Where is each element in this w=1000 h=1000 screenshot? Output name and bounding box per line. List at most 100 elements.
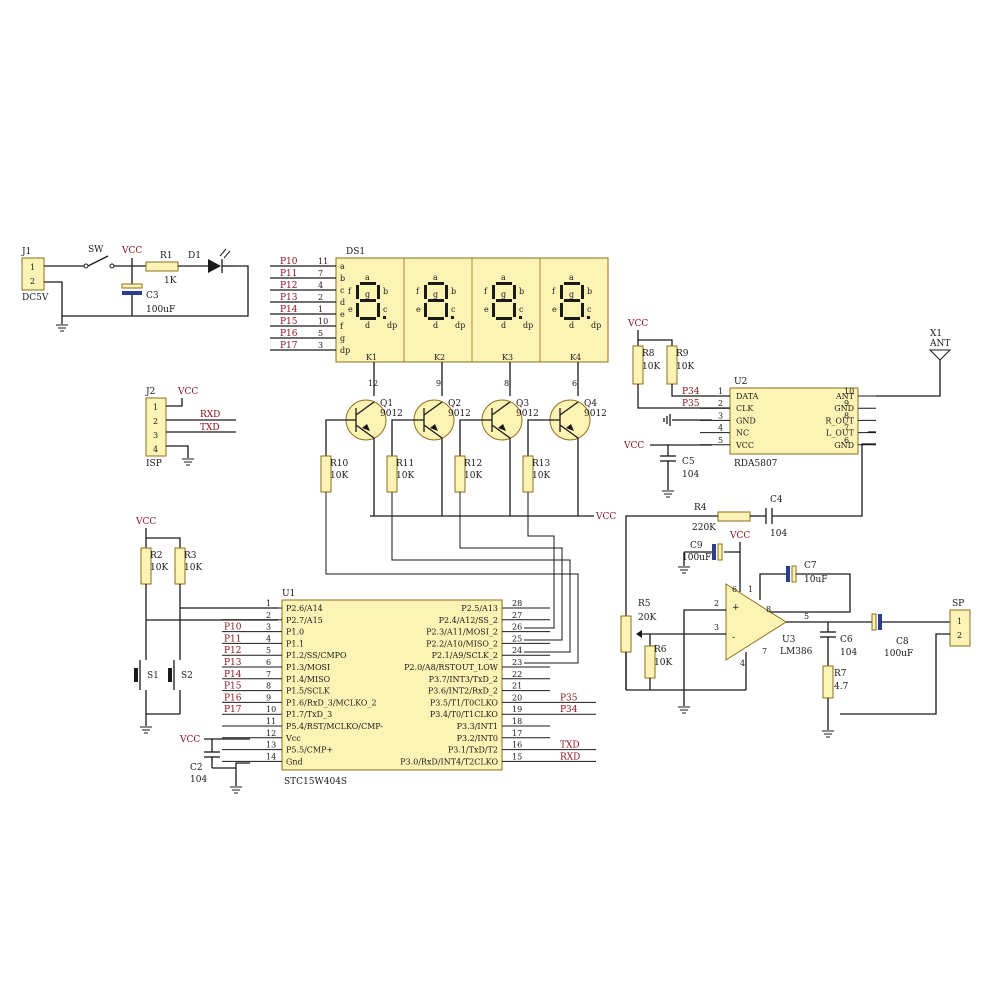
c9-value: 100uF [682,553,711,563]
opamp-plus: + [732,603,740,613]
j1-pin-2: 2 [30,277,35,286]
svg-text:c: c [451,305,456,314]
c7-ref: C7 [804,561,817,571]
resistor-ref: R11 [396,459,414,469]
svg-text:b: b [519,287,524,296]
svg-text:dp: dp [455,321,465,330]
mcu-net-p11: P11 [224,634,242,644]
radio-pin-name: NC [736,429,749,438]
r7-value: 4.7 [834,682,849,692]
svg-text:6: 6 [844,436,849,445]
mcu-net-p17: P17 [224,705,242,715]
mcu-pins: 1P2.6/A142P2.7/A153P1.0P104P1.1P115P1.2/… [222,599,596,766]
j2-pin-1: 1 [153,403,158,412]
speaker-connector [949,609,971,647]
svg-text:c: c [519,305,524,314]
r1-ref: R1 [160,251,173,261]
radio-pin-name: ANT [835,392,855,401]
radio-net-p34: P34 [682,387,700,397]
ground-icon [678,566,690,574]
mcu-pin-name: P1.2/SS/CMPO [286,651,347,660]
svg-text:g: g [365,290,370,299]
r5-ref: R5 [638,599,651,609]
ground-icon [822,730,834,738]
transistor-ref: Q3 [516,399,529,409]
common-label: K1 [366,353,377,362]
r3-value: 10K [184,563,202,573]
svg-text:dp: dp [523,321,533,330]
svg-text:8: 8 [844,411,849,420]
segment-label: d [340,298,345,307]
svg-text:d: d [365,321,370,330]
radio-pin-name: CLK [736,404,754,413]
r6-value: 10K [654,658,672,668]
c5-value: 104 [682,470,699,480]
vcc-label-isp: VCC [177,387,198,397]
svg-text:f: f [552,287,556,296]
mcu-net-p34: P34 [560,705,578,715]
mcu-net-p16: P16 [224,693,242,703]
u3-pin-4: 4 [740,659,745,668]
vcc-label-radio-pin5: VCC [623,441,644,451]
j2-pin-2: 2 [153,417,158,426]
isp-label: ISP [146,459,162,469]
svg-text:d: d [501,321,506,330]
mcu-net-p13: P13 [224,658,242,668]
resistor-value: 10K [532,471,550,481]
svg-text:c: c [383,305,388,314]
svg-text:24: 24 [512,646,522,655]
segment-label: c [340,286,345,295]
u2-ref: U2 [734,377,747,387]
display-net-p13: P13 [280,293,298,303]
mcu-pin-name: P3.5/T1/T0CLKO [430,698,499,707]
mcu-pin-name: P1.0 [286,628,304,637]
mcu-pin-name: P1.3/MOSI [286,663,330,672]
c4-ref: C4 [770,495,783,505]
display-net-p10: P10 [280,257,298,267]
r7-resistor [822,665,834,699]
resistor-value: 10K [330,471,348,481]
mcu-pin-name: P2.7/A15 [286,616,323,625]
radio-pin-name: VCC [735,441,754,450]
svg-text:12: 12 [368,379,378,388]
u3-part: LM386 [780,647,813,657]
mcu-net-rxd: RXD [560,752,580,762]
j2-connector [145,397,167,457]
radio-pins: 1DATAP342CLKP353GND4NC5VCC10ANT9GND8R_OU… [682,387,876,450]
svg-text:e: e [552,305,557,314]
svg-text:10: 10 [844,387,854,396]
svg-text:g: g [433,290,438,299]
r3-ref: R3 [184,551,197,561]
mcu-pin-name: P5.5/CMP+ [286,746,333,755]
display-net-p15: P15 [280,317,298,327]
transistor-value: 9012 [380,409,403,419]
ground-icon [56,324,68,332]
svg-text:8: 8 [266,682,271,691]
radio-pin-name: DATA [736,392,759,401]
u3-pin-7: 7 [762,647,767,656]
c5-ref: C5 [682,457,695,467]
amp-section: R4 220K C4 104 VCC C9 100uF + - 6 8 4 7 … [620,495,971,738]
display-pin-num: 5 [318,329,323,338]
u1-part: STC15W404S [284,777,347,787]
svg-text:28: 28 [512,599,522,608]
svg-text:3: 3 [718,411,723,420]
mcu-net-p10: P10 [224,623,242,633]
r8-ref: R8 [642,349,655,359]
switch-section: VCC R2 10K R3 10K S1 S2 [134,517,278,734]
r5-value: 20K [638,613,656,623]
radio-net-p35: P35 [682,399,700,409]
c2-value: 104 [190,775,207,785]
r2-value: 10K [150,563,168,573]
c8-capacitor [871,613,877,631]
isp-section: J2 1 2 3 4 ISP VCC RXD TXD [145,387,236,469]
radio-section: VCC R8 10K R9 10K U2 RDA5807 1DATAP342CL… [623,319,952,517]
svg-text:4: 4 [718,424,723,433]
svg-text:3: 3 [266,623,271,632]
svg-text:5: 5 [266,646,271,655]
mcu-net-txd: TXD [560,741,580,751]
c6-ref: C6 [840,635,853,645]
u3-pin-8: 8 [766,605,771,614]
